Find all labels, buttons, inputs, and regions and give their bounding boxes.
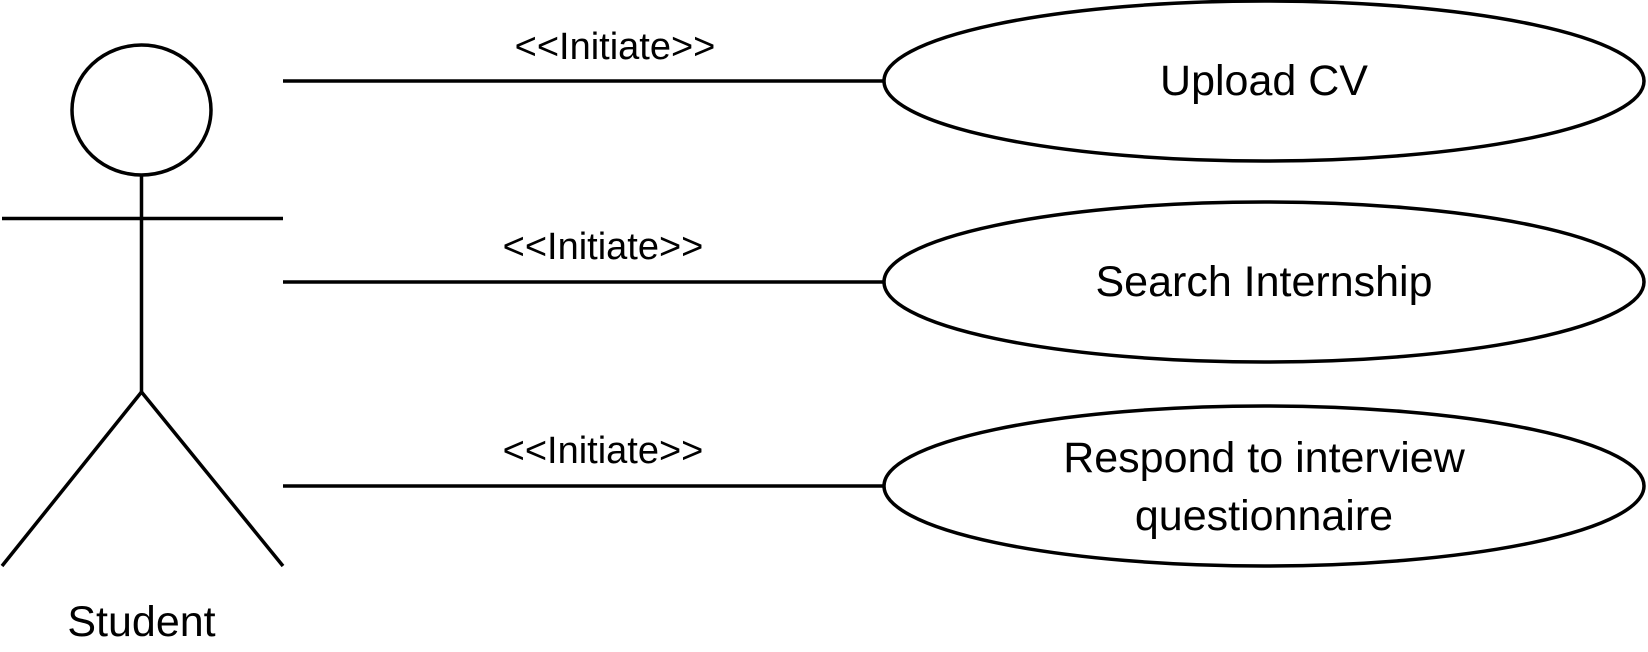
actor-head (70, 43, 213, 177)
use-case-label-line-2: questionnaire (1135, 492, 1393, 540)
association-stereotype: <<Initiate>> (515, 26, 716, 68)
use-case-label: Upload CV (1160, 57, 1368, 105)
use-case-upload-cv: Upload CV (882, 0, 1646, 163)
actor-left-leg (0, 390, 143, 568)
association-respond-questionnaire: <<Initiate>> (283, 430, 883, 488)
association-stereotype: <<Initiate>> (503, 430, 704, 472)
use-case-ellipse (882, 200, 1646, 364)
use-case-respond-questionnaire: Respond to interview questionnaire (882, 404, 1646, 568)
use-case-label-line-1: Respond to interview (1063, 434, 1465, 482)
actor-right-leg (140, 390, 285, 568)
association-stereotype: <<Initiate>> (503, 226, 704, 268)
use-case-ellipse (882, 404, 1646, 568)
association-upload-cv: <<Initiate>> (283, 26, 883, 83)
actor-name: Student (67, 598, 215, 646)
association-search-internship: <<Initiate>> (283, 226, 883, 284)
actor-student: Student (0, 43, 285, 646)
use-case-search-internship: Search Internship (882, 200, 1646, 364)
use-case-ellipse (882, 0, 1646, 163)
use-case-label: Search Internship (1095, 258, 1432, 306)
